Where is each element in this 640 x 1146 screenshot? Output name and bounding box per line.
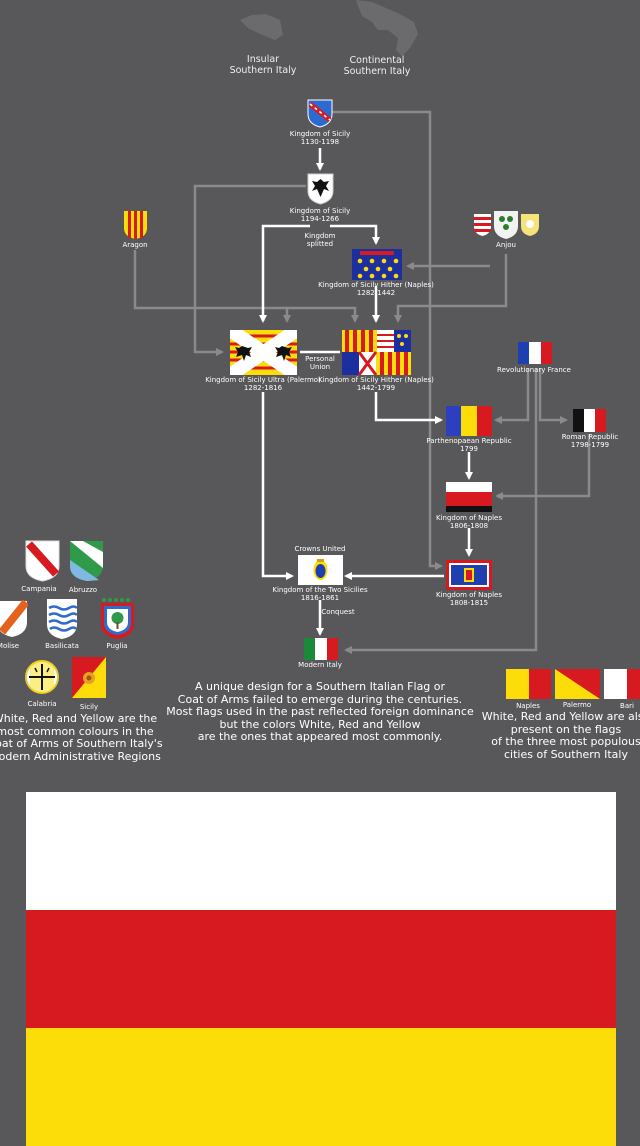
palermo-city-label: Palermo (562, 701, 592, 709)
arrow-split-to-ultra (259, 224, 310, 323)
hither-1442-label: Kingdom of Sicily Hither (Naples)1442-17… (318, 376, 434, 392)
southern-italy-tricolour-flag (26, 792, 616, 1146)
molise-label: Molise (0, 642, 20, 650)
arrow-grey-roman-naples (495, 434, 591, 500)
campania-label: Campania (21, 585, 57, 593)
naples-city-flag-icon (506, 669, 551, 699)
two-sicilies-flag-icon (298, 555, 343, 585)
hither-1442-flag-icon (342, 330, 411, 375)
lineage-arrows (133, 110, 591, 654)
roman-republic-flag-icon (573, 409, 606, 432)
sicily-1194-eagle-shield-icon (307, 173, 334, 205)
ultra-label: Kingdom of Sicily Ultra (Palermo)1282-18… (205, 376, 321, 392)
anjou-shields-icon (474, 211, 539, 239)
parthenopaean-flag-icon (446, 406, 492, 436)
revolutionary-france-label: Revolutionary France (497, 366, 571, 374)
sicily-silhouette (240, 14, 283, 40)
calabria-arms-icon (25, 660, 59, 694)
naples-1808-flag-icon (446, 560, 492, 590)
abruzzo-arms-icon (70, 541, 103, 581)
arrow-hither1442-to-parth (374, 392, 443, 424)
arrow-ultra-to-twosicilies (261, 392, 294, 580)
arrow-grey-france-italy (344, 368, 538, 654)
bari-city-flag-icon (604, 669, 640, 699)
yellow-stripe (26, 1028, 616, 1146)
white-stripe (26, 792, 616, 910)
left-caption: White, Red and Yellow are the most commo… (0, 712, 163, 763)
sicily-region-label: Sicily (79, 703, 99, 711)
conquest-label: Conquest (321, 608, 355, 616)
basilicata-label: Basilicata (45, 642, 79, 650)
campania-arms-icon (25, 540, 60, 582)
southern-italy-map (240, 0, 418, 56)
calabria-label: Calabria (27, 700, 57, 708)
palermo-city-flag-icon (555, 669, 600, 699)
arrow-grey-france-roman (538, 368, 568, 424)
puglia-arms-icon (101, 598, 134, 639)
molise-arms-icon (0, 600, 28, 637)
arrow-grey-aragon (133, 250, 359, 323)
crowns-united-label: Crowns United (294, 545, 346, 553)
right-caption: White, Red and Yellow are also present o… (481, 710, 640, 761)
naples-1806-flag-icon (446, 482, 492, 512)
modern-italy-label: Modern Italy (298, 661, 342, 669)
puglia-label: Puglia (106, 642, 128, 650)
revolutionary-france-flag-icon (518, 342, 552, 364)
sicily-region-flag-icon (72, 657, 106, 698)
arrow-split-to-hither (330, 224, 380, 245)
center-caption: A unique design for a Southern Italian F… (166, 680, 474, 743)
red-stripe (26, 910, 616, 1028)
hither-1282-label: Kingdom of Sicily Hither (Naples)1282-14… (318, 281, 434, 297)
arrow-grey-1130-to-naples1808 (330, 110, 443, 570)
basilicata-arms-icon (47, 599, 78, 639)
continental-silhouette (356, 0, 418, 56)
ultra-flag-icon (230, 330, 297, 375)
sicily-1130-shield-icon (307, 99, 333, 128)
arrow-grey-anjou-down (394, 254, 508, 323)
modern-italy-flag-icon (304, 638, 338, 660)
hither-1282-flag-icon (352, 249, 402, 280)
anjou-label: Anjou (496, 241, 516, 249)
arrow-grey-1194-to-ultra (193, 184, 306, 356)
aragon-label: Aragon (122, 241, 148, 249)
abruzzo-label: Abruzzo (68, 586, 98, 594)
bari-city-label: Bari (620, 702, 634, 710)
aragon-shield-icon (124, 211, 147, 239)
arrow-grey-france-parth (494, 368, 530, 424)
naples-city-label: Naples (516, 702, 540, 710)
